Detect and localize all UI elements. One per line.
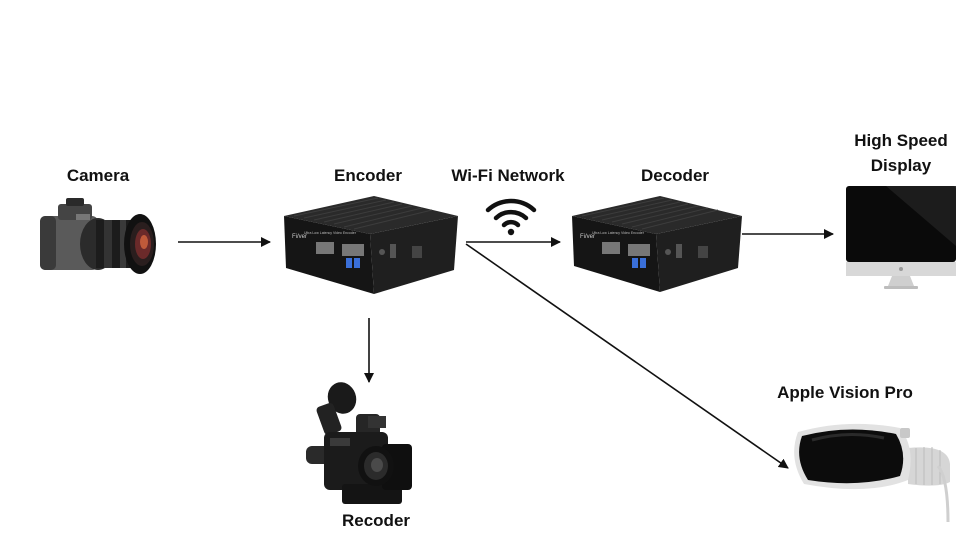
wifi-icon	[484, 196, 538, 236]
network-label: Wi-Fi Network	[451, 166, 565, 185]
display-label: High Speed Display	[836, 128, 966, 178]
arrow-encoder-to-vision-pro	[465, 243, 789, 469]
camcorder-icon	[302, 380, 420, 510]
encoder-brand-mark: Fi/ver	[292, 234, 307, 240]
encoder-label: Encoder	[333, 166, 403, 185]
monitor-icon	[846, 186, 956, 290]
headset-icon	[788, 418, 958, 523]
mini-pc-icon-encoder: Fi/ver Ultra Low Latency Video Encoder	[282, 194, 460, 296]
dslr-camera-icon	[36, 196, 160, 284]
encoder-model-text: Ultra Low Latency Video Encoder	[304, 231, 357, 235]
display-label-line1: High Speed	[854, 131, 948, 150]
decoder-model-text: Ultra Low Latency Video Encoder	[592, 231, 645, 235]
decoder-brand-mark: Fi/ver	[580, 234, 595, 240]
recorder-label: Recoder	[341, 511, 411, 530]
display-label-line2: Display	[870, 156, 932, 175]
mini-pc-icon-decoder: Fi/ver Ultra Low Latency Video Encoder	[570, 194, 744, 294]
decoder-label: Decoder	[640, 166, 710, 185]
camera-label: Camera	[66, 166, 130, 185]
vision-pro-label: Apple Vision Pro	[777, 383, 913, 402]
